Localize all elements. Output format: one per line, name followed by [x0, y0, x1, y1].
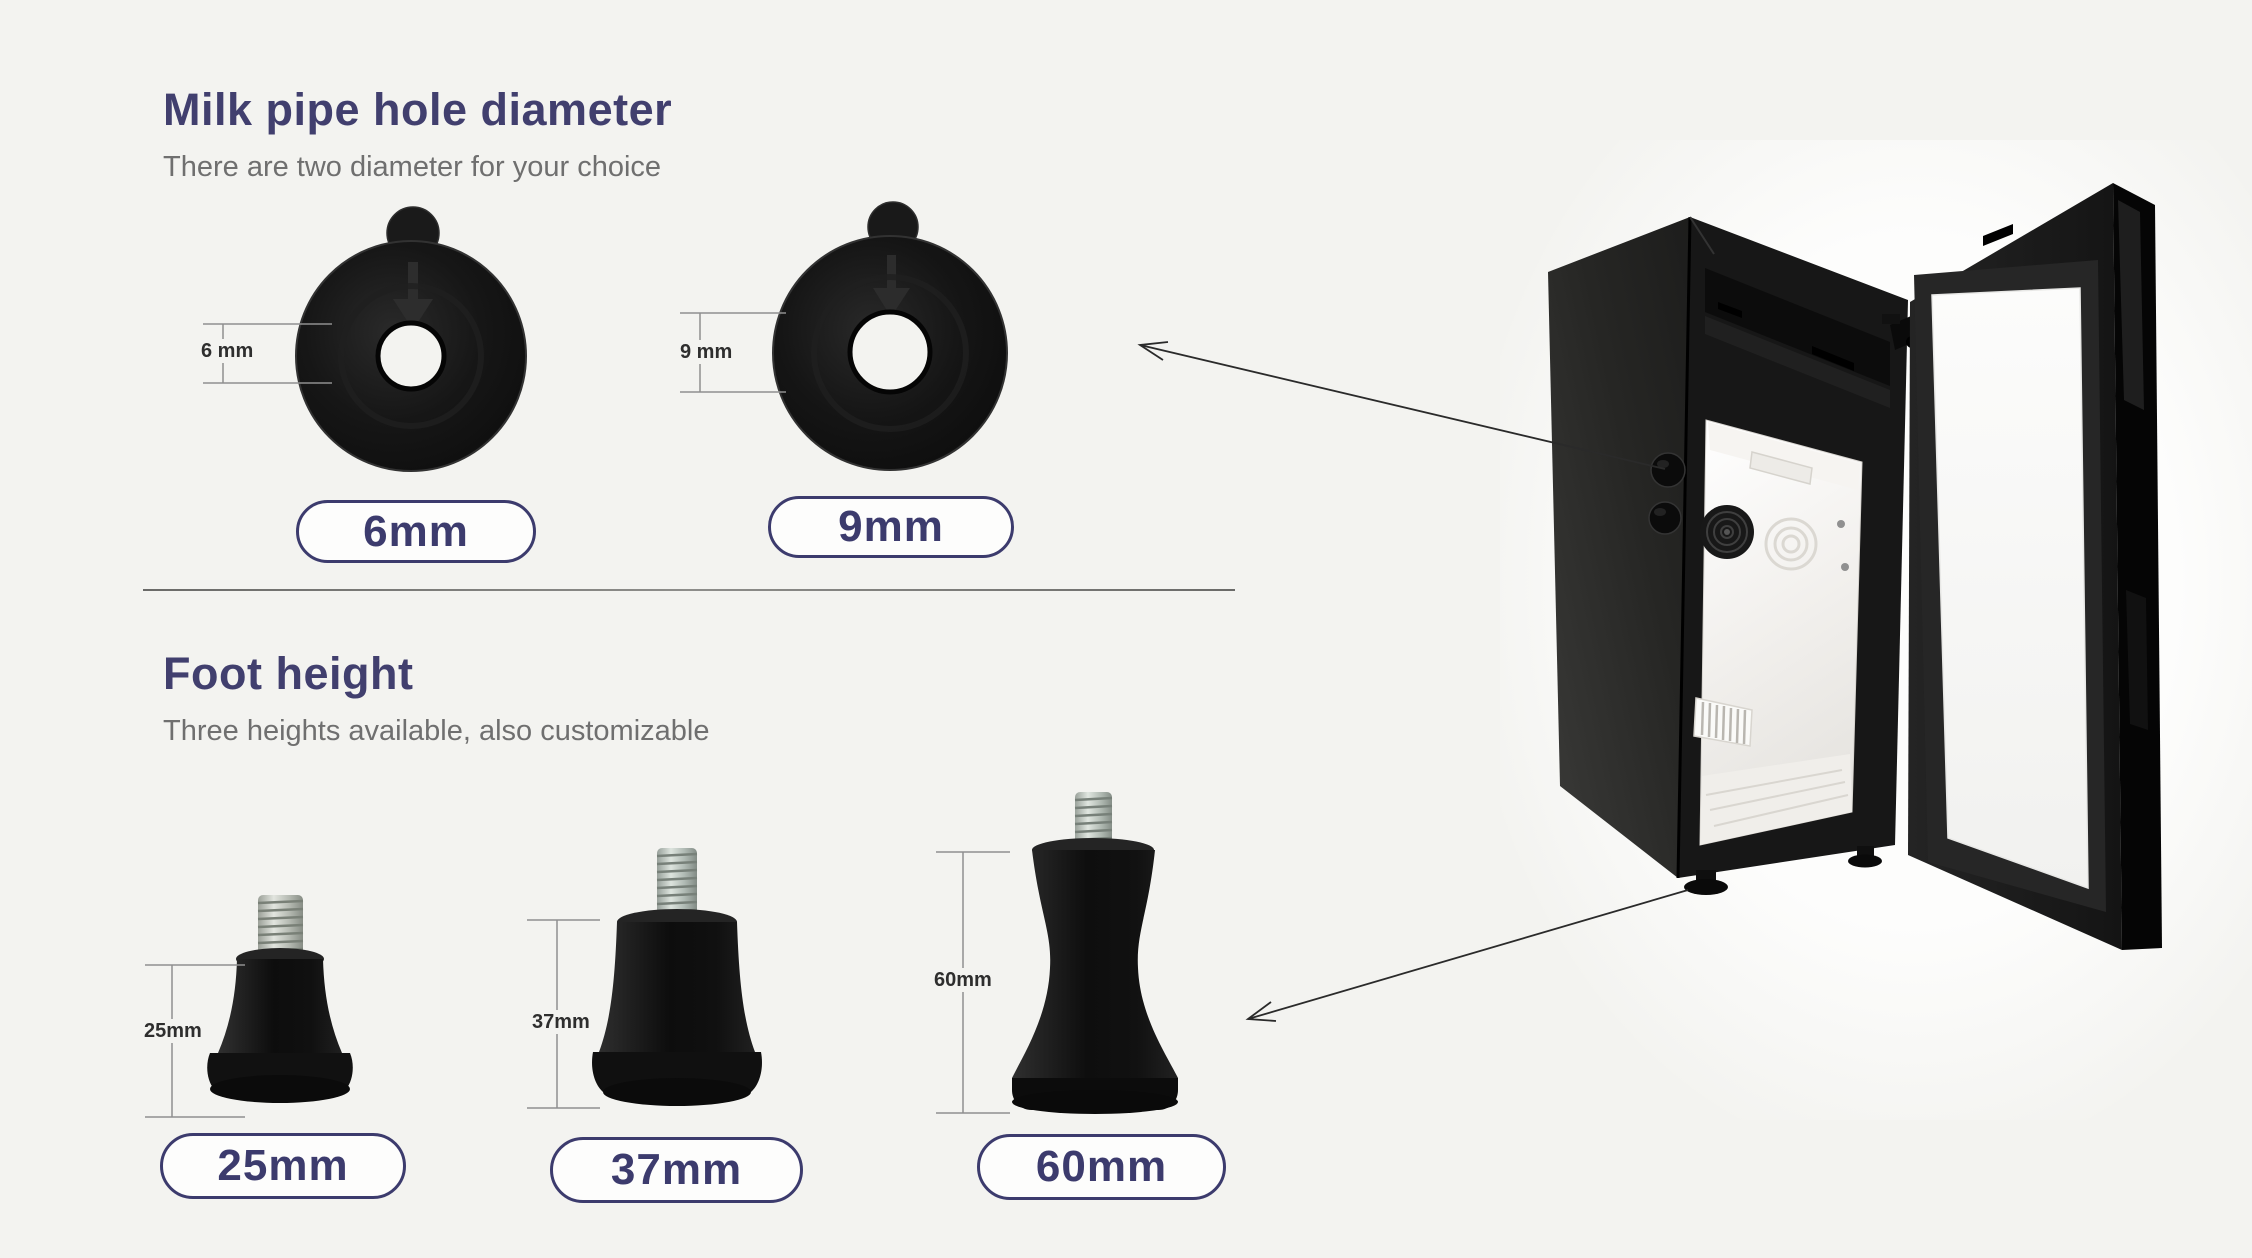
- foot-25mm-photo: [207, 895, 353, 1103]
- foot-37mm-photo: [592, 848, 762, 1106]
- dim-label-9mm: 9 mm: [676, 340, 737, 364]
- fridge-side-panel: [1548, 217, 1690, 878]
- interior-light: [1749, 451, 1813, 485]
- option-60mm-label: 60mm: [1035, 1142, 1168, 1191]
- foot-60mm-photo: [1012, 792, 1178, 1114]
- option-9mm-badge[interactable]: 9mm: [768, 496, 1014, 558]
- option-60mm-badge[interactable]: 60mm: [977, 1134, 1226, 1200]
- fridge-photo: [1548, 183, 2162, 950]
- dim-label-37mm: 37mm: [528, 1010, 594, 1034]
- fridge-feet: [1684, 846, 1882, 895]
- option-37mm-badge[interactable]: 37mm: [550, 1137, 803, 1203]
- foot-height-section-header: Foot height Three heights available, als…: [163, 648, 709, 749]
- interior-vent: [1693, 697, 1753, 747]
- interior-fan: [1700, 505, 1754, 559]
- milk-pipe-section-header: Milk pipe hole diameter There are two di…: [163, 84, 672, 185]
- milk-pipe-subtitle: There are two diameter for your choice: [163, 150, 662, 183]
- grommet-6mm-photo: [295, 206, 527, 472]
- option-6mm-badge[interactable]: 6mm: [296, 500, 536, 563]
- option-6mm-label: 6mm: [363, 506, 469, 556]
- door-glass: [1931, 287, 2089, 890]
- interior-fan-outline: [1764, 517, 1818, 571]
- foot-height-subtitle: Three heights available, also customizab…: [163, 714, 710, 747]
- option-9mm-label: 9mm: [838, 502, 944, 551]
- dim-label-25mm: 25mm: [140, 1019, 206, 1043]
- option-37mm-label: 37mm: [610, 1145, 743, 1194]
- grommet-9mm-photo: [772, 201, 1008, 471]
- section-divider: [143, 589, 1235, 591]
- milk-pipe-title: Milk pipe hole diameter: [163, 84, 673, 135]
- dim-label-60mm: 60mm: [930, 968, 996, 992]
- fridge-door: [1908, 183, 2162, 950]
- option-25mm-badge[interactable]: 25mm: [160, 1133, 406, 1199]
- dim-label-6mm: 6 mm: [197, 339, 258, 363]
- option-25mm-label: 25mm: [217, 1141, 349, 1190]
- foot-height-title: Foot height: [163, 648, 414, 699]
